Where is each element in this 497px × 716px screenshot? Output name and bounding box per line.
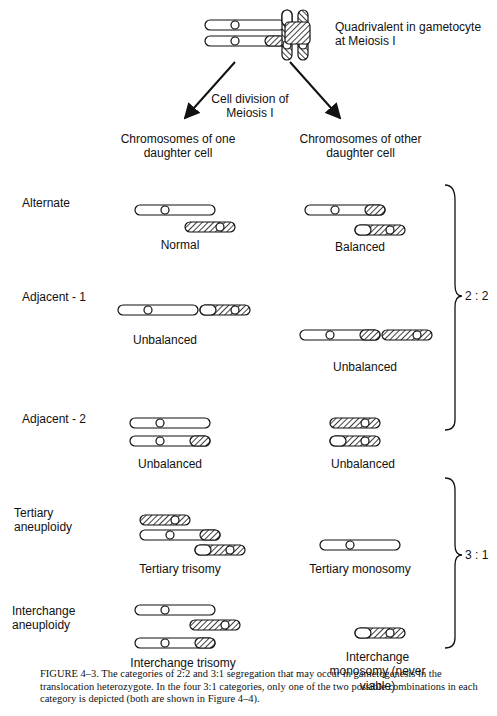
category-name: Adjacent - 2 [22, 412, 112, 426]
division-label: Cell division of Meiosis I [210, 92, 290, 121]
figure-caption: FIGURE 4–3. The categories of 2:2 and 3:… [40, 668, 488, 706]
group-brace [445, 185, 462, 430]
quadrivalent [205, 10, 310, 60]
result-label: Unbalanced [120, 333, 210, 347]
column-heading: Chromosomes of other daughter cell [298, 132, 423, 161]
column-heading: Chromosomes of one daughter cell [118, 132, 238, 161]
result-label: Tertiary trisomy [125, 562, 235, 576]
ratio-label: 2 : 2 [465, 289, 495, 303]
result-label: Balanced [315, 240, 405, 254]
result-label: Unbalanced [320, 360, 410, 374]
result-label: Unbalanced [125, 457, 215, 471]
division-arrow [290, 62, 340, 118]
result-label: Tertiary monosomy [300, 562, 420, 576]
quadrivalent-label: Quadrivalent in gametocyte at Meiosis I [335, 20, 485, 49]
group-brace [445, 478, 462, 648]
category-name: Adjacent - 1 [22, 290, 112, 304]
ratio-label: 3 : 1 [465, 548, 495, 562]
category-name: Tertiary aneuploidy [14, 506, 94, 535]
result-label: Unbalanced [318, 457, 408, 471]
category-name: Alternate [22, 196, 102, 210]
category-name: Interchange aneuploidy [12, 604, 102, 633]
result-label: Normal [140, 238, 220, 252]
